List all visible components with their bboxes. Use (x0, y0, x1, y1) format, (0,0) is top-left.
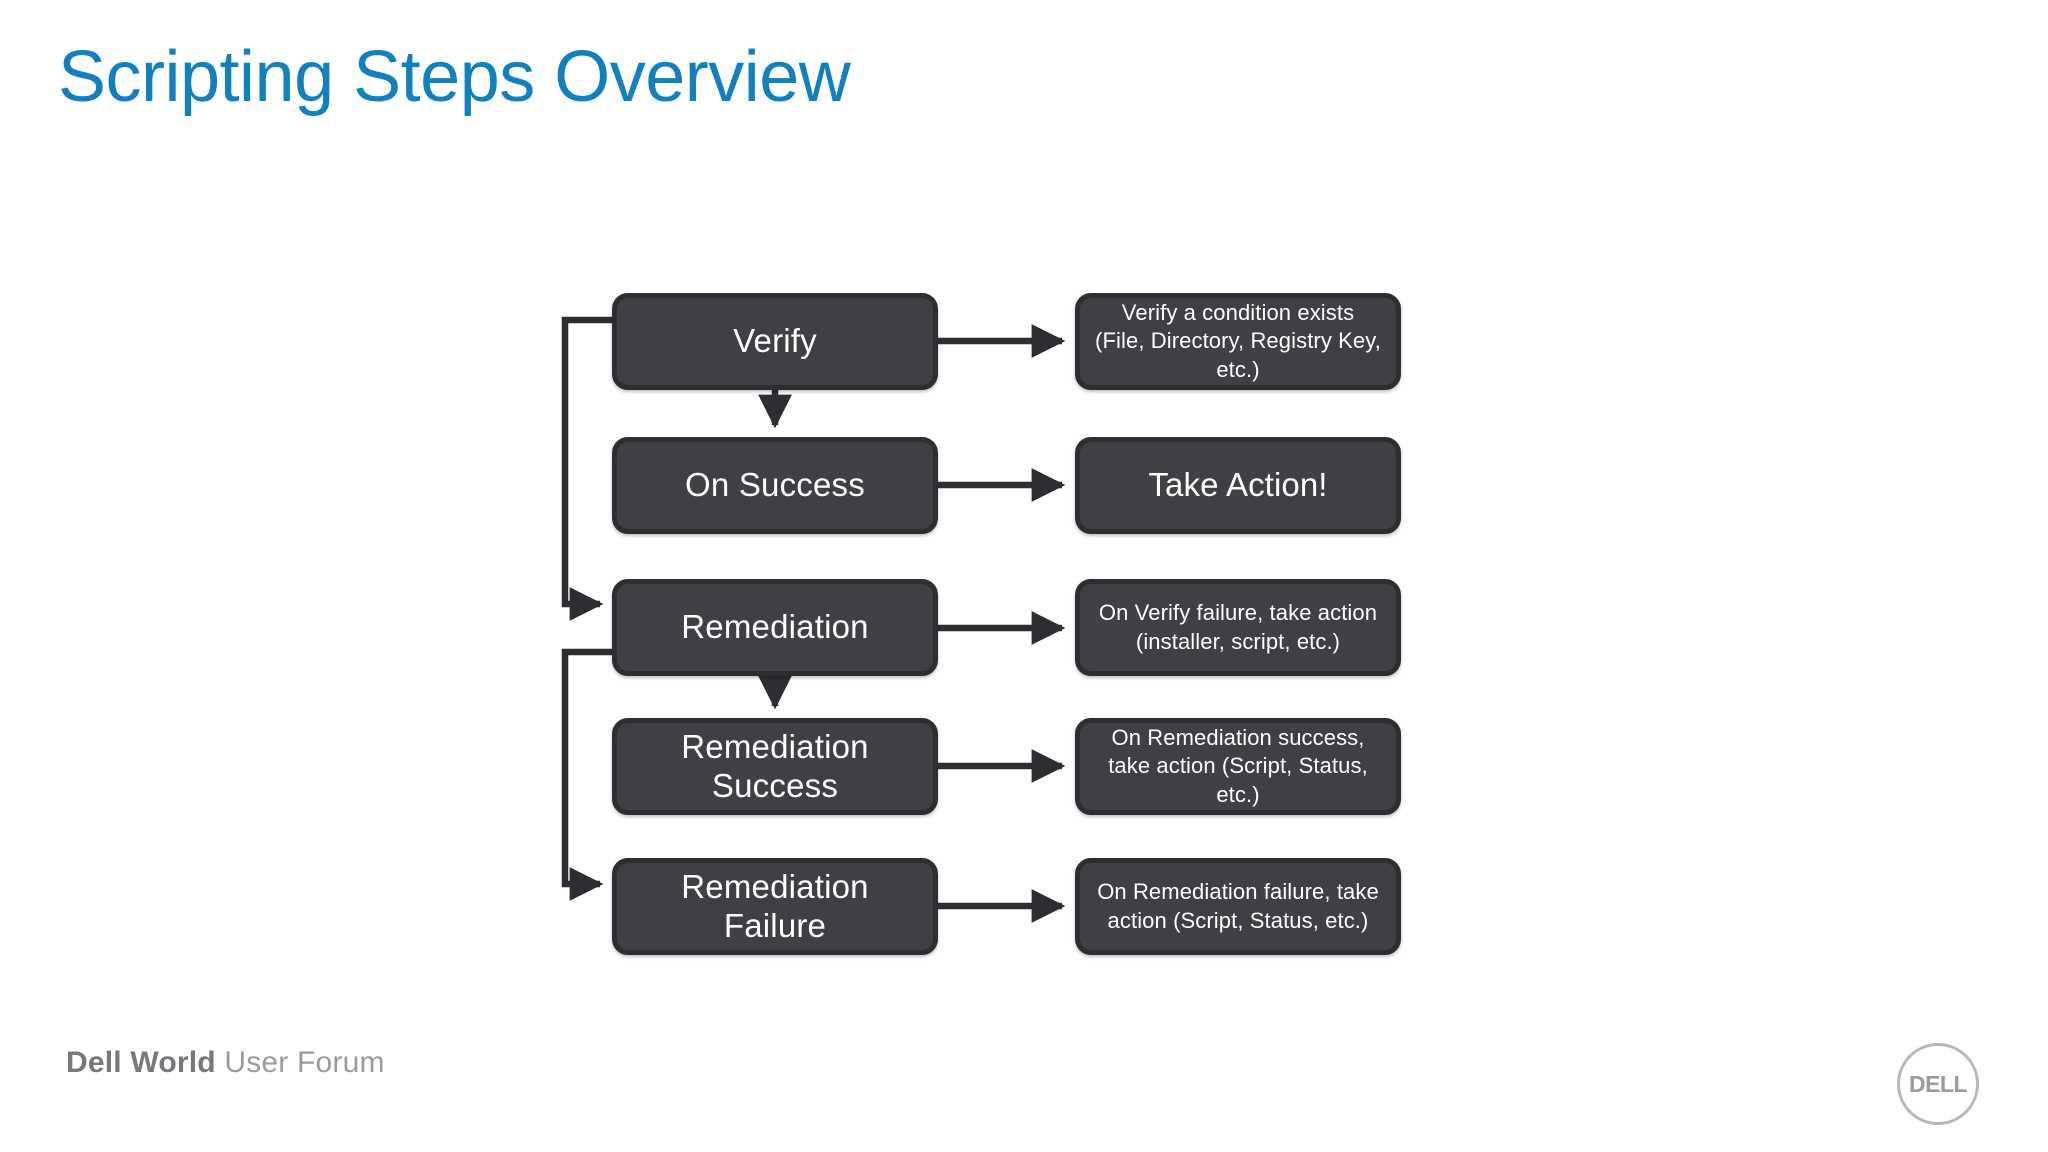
node-verify-detail-label: Verify a condition exists (File, Directo… (1095, 300, 1381, 382)
node-verify-label: Verify (733, 322, 817, 360)
connector-remediation-to-failure (561, 648, 612, 901)
node-remediation-success-detail[interactable]: On Remediation success, take action (Scr… (1075, 718, 1401, 815)
footer-brand: Dell World (66, 1046, 216, 1079)
node-remediation[interactable]: Remediation (612, 579, 938, 676)
node-remediation-success-detail-label: On Remediation success, take action (Scr… (1108, 725, 1368, 807)
node-remediation-detail[interactable]: On Verify failure, take action (installe… (1075, 579, 1401, 676)
node-remediation-detail-label: On Verify failure, take action (installe… (1098, 600, 1378, 654)
footer-event: User Forum (215, 1046, 385, 1079)
node-take-action-label: Take Action! (1148, 466, 1328, 504)
dell-logo: DELL (1897, 1043, 1979, 1125)
node-on-success-label: On Success (685, 466, 865, 504)
node-remediation-failure-detail[interactable]: On Remediation failure, take action (Scr… (1075, 858, 1401, 955)
node-take-action[interactable]: Take Action! (1075, 437, 1401, 534)
footer-branding: Dell World User Forum (66, 1046, 385, 1080)
page-title: Scripting Steps Overview (58, 37, 851, 117)
node-verify-detail[interactable]: Verify a condition exists (File, Directo… (1075, 293, 1401, 390)
node-remediation-failure-detail-label: On Remediation failure, take action (Scr… (1097, 879, 1379, 933)
dell-logo-wordmark: DELL (1908, 1070, 1968, 1097)
connector-verify-to-remediation (561, 316, 612, 621)
node-remediation-label: Remediation (681, 608, 869, 646)
node-verify[interactable]: Verify (612, 293, 938, 390)
dell-logo-ring (1897, 1043, 1979, 1125)
node-on-success[interactable]: On Success (612, 437, 938, 534)
